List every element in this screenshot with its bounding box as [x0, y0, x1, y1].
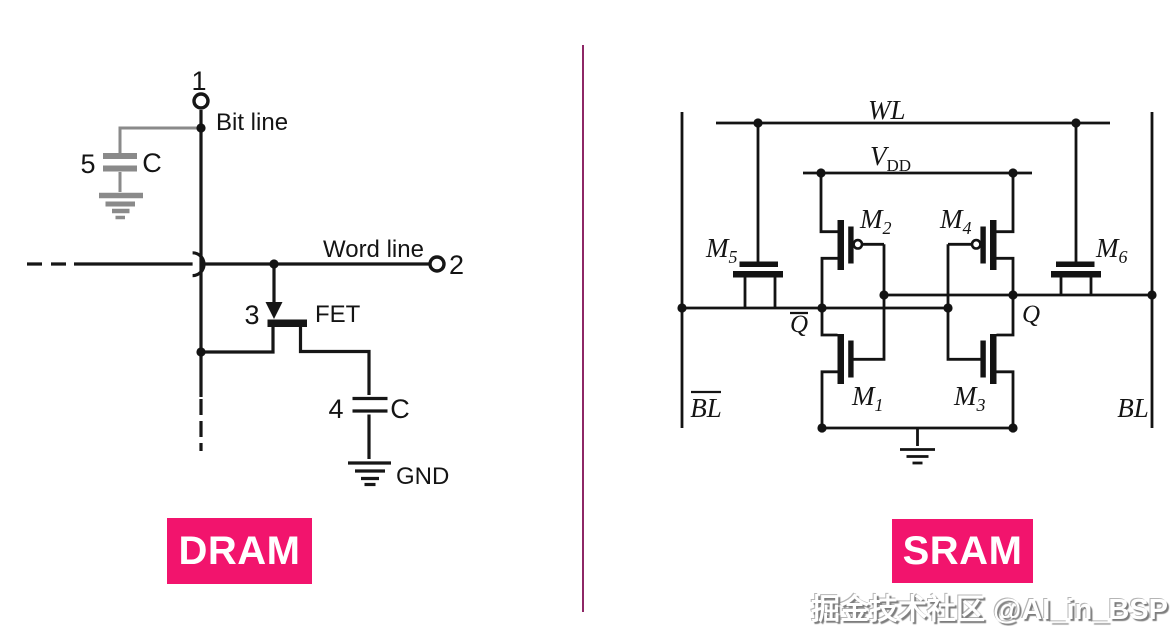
m3-source-lead [996, 370, 1015, 428]
transistor-m4 [948, 173, 1015, 270]
qbar-output-wire [820, 256, 838, 337]
left-inverter-input-wire [853, 244, 886, 361]
fet-gate-bar [267, 319, 307, 327]
m5-label: M5 [705, 233, 738, 267]
gnd-label: GND [396, 463, 449, 490]
m2-channel-bar [837, 220, 844, 270]
junction-dot [1008, 168, 1018, 178]
ground-symbol [348, 461, 391, 487]
m5-gate-bar [739, 261, 778, 267]
junction-dot [1008, 290, 1018, 300]
bitline-capacitor-5 [99, 126, 201, 220]
m2-label: M2 [859, 204, 892, 238]
terminal-2-label: 2 [449, 250, 464, 280]
wl-label: WL [868, 95, 906, 125]
m4-source-lead [996, 173, 1015, 234]
m1-gate-bar [848, 340, 854, 378]
junction-dot [753, 118, 763, 128]
transistor-m6 [1051, 123, 1101, 295]
m1-source-lead [820, 370, 838, 428]
junction-dot [1147, 290, 1157, 300]
transistor-m2 [819, 173, 884, 270]
sram-badge: SRAM [892, 519, 1033, 583]
watermark: 掘金技术社区 @AI_in_BSP [811, 594, 1168, 626]
m6-gate-bar [1056, 261, 1095, 267]
m4-label: M4 [939, 204, 972, 238]
dram-circuit: 1 2 Bit line Word line 3 FET 5 C 4 C GND [27, 66, 464, 490]
transistor-m3 [980, 334, 1015, 428]
dram-junction-dots [196, 123, 279, 357]
bit-line-label: Bit line [216, 109, 288, 136]
fet-source-lead [203, 327, 275, 354]
ground-symbol-gray [99, 192, 143, 220]
m4-gate-bar [980, 226, 986, 264]
m2-source-lead [819, 173, 838, 234]
fet-label: FET [315, 301, 361, 328]
capacitor-4-c-label: C [390, 394, 410, 424]
junction-dot [943, 303, 953, 313]
m3-gate-bar [980, 340, 986, 378]
m5-source-drain-stubs [743, 277, 777, 308]
terminal-2-circle [428, 255, 446, 273]
m4-pmos-bubble-icon [970, 238, 982, 250]
capacitor-4-number-label: 4 [328, 394, 343, 424]
junction-dot [677, 303, 687, 313]
q-bar-label: Q [790, 311, 808, 338]
junction-dot [196, 347, 206, 357]
m6-channel-bar [1051, 271, 1101, 278]
m1-channel-bar [837, 334, 844, 384]
q-label: Q [1022, 301, 1040, 328]
m5-channel-bar [733, 271, 783, 278]
dram-badge: DRAM [167, 518, 312, 584]
junction-dot [879, 290, 889, 300]
junction-dot [1008, 423, 1018, 433]
fet-gate-arrow-icon [265, 302, 283, 319]
junction-dot [269, 259, 279, 269]
terminal-1-circle [192, 92, 210, 110]
word-line-label: Word line [323, 236, 424, 263]
fet-symbol [203, 268, 371, 395]
junction-dot [816, 168, 826, 178]
junction-dot [1071, 118, 1081, 128]
transistor-m5 [733, 123, 783, 308]
sram-circuit: WL VDD M5 M6 M2 M4 M1 M3 Q Q BL BL [677, 95, 1157, 465]
fet-drain-lead [298, 327, 371, 395]
m1-label: M1 [851, 381, 884, 415]
storage-capacitor-4 [352, 396, 388, 459]
junction-dot [817, 303, 827, 313]
m6-label: M6 [1095, 233, 1128, 267]
sram-ground-symbol [900, 428, 935, 465]
bl-label: BL [1117, 393, 1149, 423]
m3-channel-bar [990, 334, 997, 384]
capacitor-5-number-label: 5 [80, 149, 95, 179]
sram-junction-dots [677, 118, 1157, 433]
capacitor-5-lead [118, 126, 201, 153]
terminal-1-label: 1 [191, 66, 206, 96]
vdd-label: VDD [870, 141, 911, 175]
panel-separator-line [582, 45, 584, 612]
transistor-m1 [820, 334, 854, 428]
junction-dot [817, 423, 827, 433]
right-inverter-input-wire [946, 244, 981, 361]
fet-number-label: 3 [244, 300, 259, 330]
m2-pmos-bubble-icon [852, 238, 864, 250]
m6-source-drain-stubs [1059, 277, 1093, 295]
m2-gate-bar [848, 226, 854, 264]
m4-channel-bar [990, 220, 997, 270]
capacitor-5-c-label: C [142, 148, 162, 178]
bl-bar-label: BL [690, 393, 722, 423]
junction-dot [196, 123, 206, 133]
m3-label: M3 [953, 381, 986, 415]
